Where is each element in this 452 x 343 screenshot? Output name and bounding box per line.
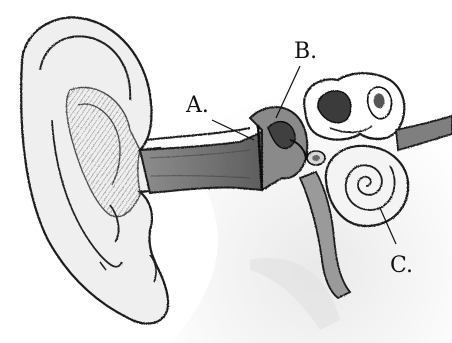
cochlea (326, 146, 408, 226)
label-b: B. (294, 39, 317, 64)
label-c: C. (390, 253, 413, 278)
label-a: A. (185, 93, 209, 118)
